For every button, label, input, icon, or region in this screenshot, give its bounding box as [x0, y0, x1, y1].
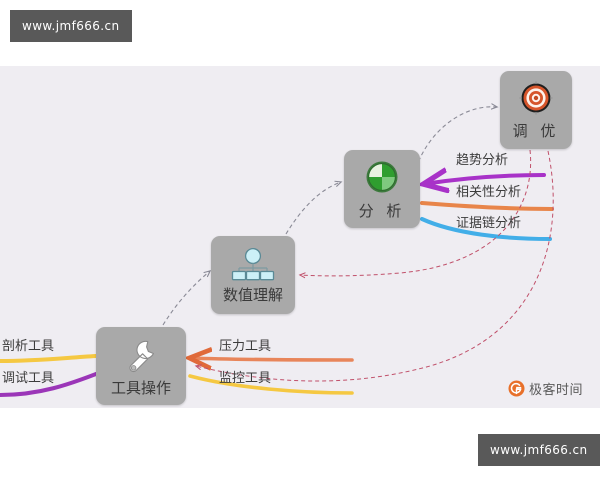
branch-curve-yali	[190, 358, 354, 360]
branch-label-jiankong[interactable]: 监控工具	[219, 371, 272, 386]
branch-curve-poxi	[0, 354, 98, 363]
hierarchy-org-chart-icon	[231, 247, 275, 281]
flow-arrow-tiaoyou-to-shuzhi	[300, 149, 532, 276]
node-label-gongju: 工具操作	[110, 378, 171, 397]
node-label-shuzhi: 数值理解	[222, 286, 283, 304]
node-label-tiaoyou: 调 优	[512, 122, 560, 140]
mindmap-canvas: 调 优 分 析 数值理解 工具操	[0, 66, 600, 408]
branch-label-xiangguan[interactable]: 相关性分析	[456, 185, 522, 200]
flow-arrow-gongju-to-shuzhi	[162, 271, 210, 326]
geektime-logo-text: 极客时间	[529, 383, 584, 398]
branch-curve-tiaoshi	[0, 372, 98, 397]
branch-curve-qushi	[424, 175, 546, 184]
node-gongju[interactable]: 工具操作	[96, 327, 186, 405]
branch-label-yali[interactable]: 压力工具	[219, 339, 272, 354]
node-fenxi[interactable]: 分 析	[344, 150, 420, 228]
flow-arrow-fenxi-to-tiaoyou	[415, 107, 497, 169]
geektime-logo-icon	[508, 380, 525, 397]
flow-arrow-tiaoyou-to-gongju	[196, 150, 554, 382]
connector-layer	[0, 66, 554, 397]
geektime-logo: 极客时间	[508, 379, 583, 398]
node-label-fenxi: 分 析	[358, 202, 406, 220]
branch-label-tiaoshi[interactable]: 调试工具	[2, 371, 55, 386]
node-tiaoyou[interactable]: 调 优	[500, 71, 572, 149]
watermark-top: www.jmf666.cn	[10, 10, 132, 42]
branch-curve-zhengju	[420, 217, 552, 241]
flow-arrow-shuzhi-to-fenxi	[285, 182, 341, 235]
branch-curve-jiankong	[188, 374, 354, 395]
bullseye-target-icon	[519, 81, 553, 115]
branch-label-qushi[interactable]: 趋势分析	[456, 153, 509, 168]
watermark-bottom: www.jmf666.cn	[478, 434, 600, 466]
node-shuzhi[interactable]: 数值理解	[211, 236, 295, 314]
branch-label-zhengju[interactable]: 证据链分析	[456, 216, 522, 231]
wrench-icon	[129, 340, 154, 372]
branch-curve-xiangguan	[420, 201, 554, 211]
branch-label-poxi[interactable]: 剖析工具	[2, 339, 55, 354]
pie-chart-icon	[366, 161, 398, 193]
